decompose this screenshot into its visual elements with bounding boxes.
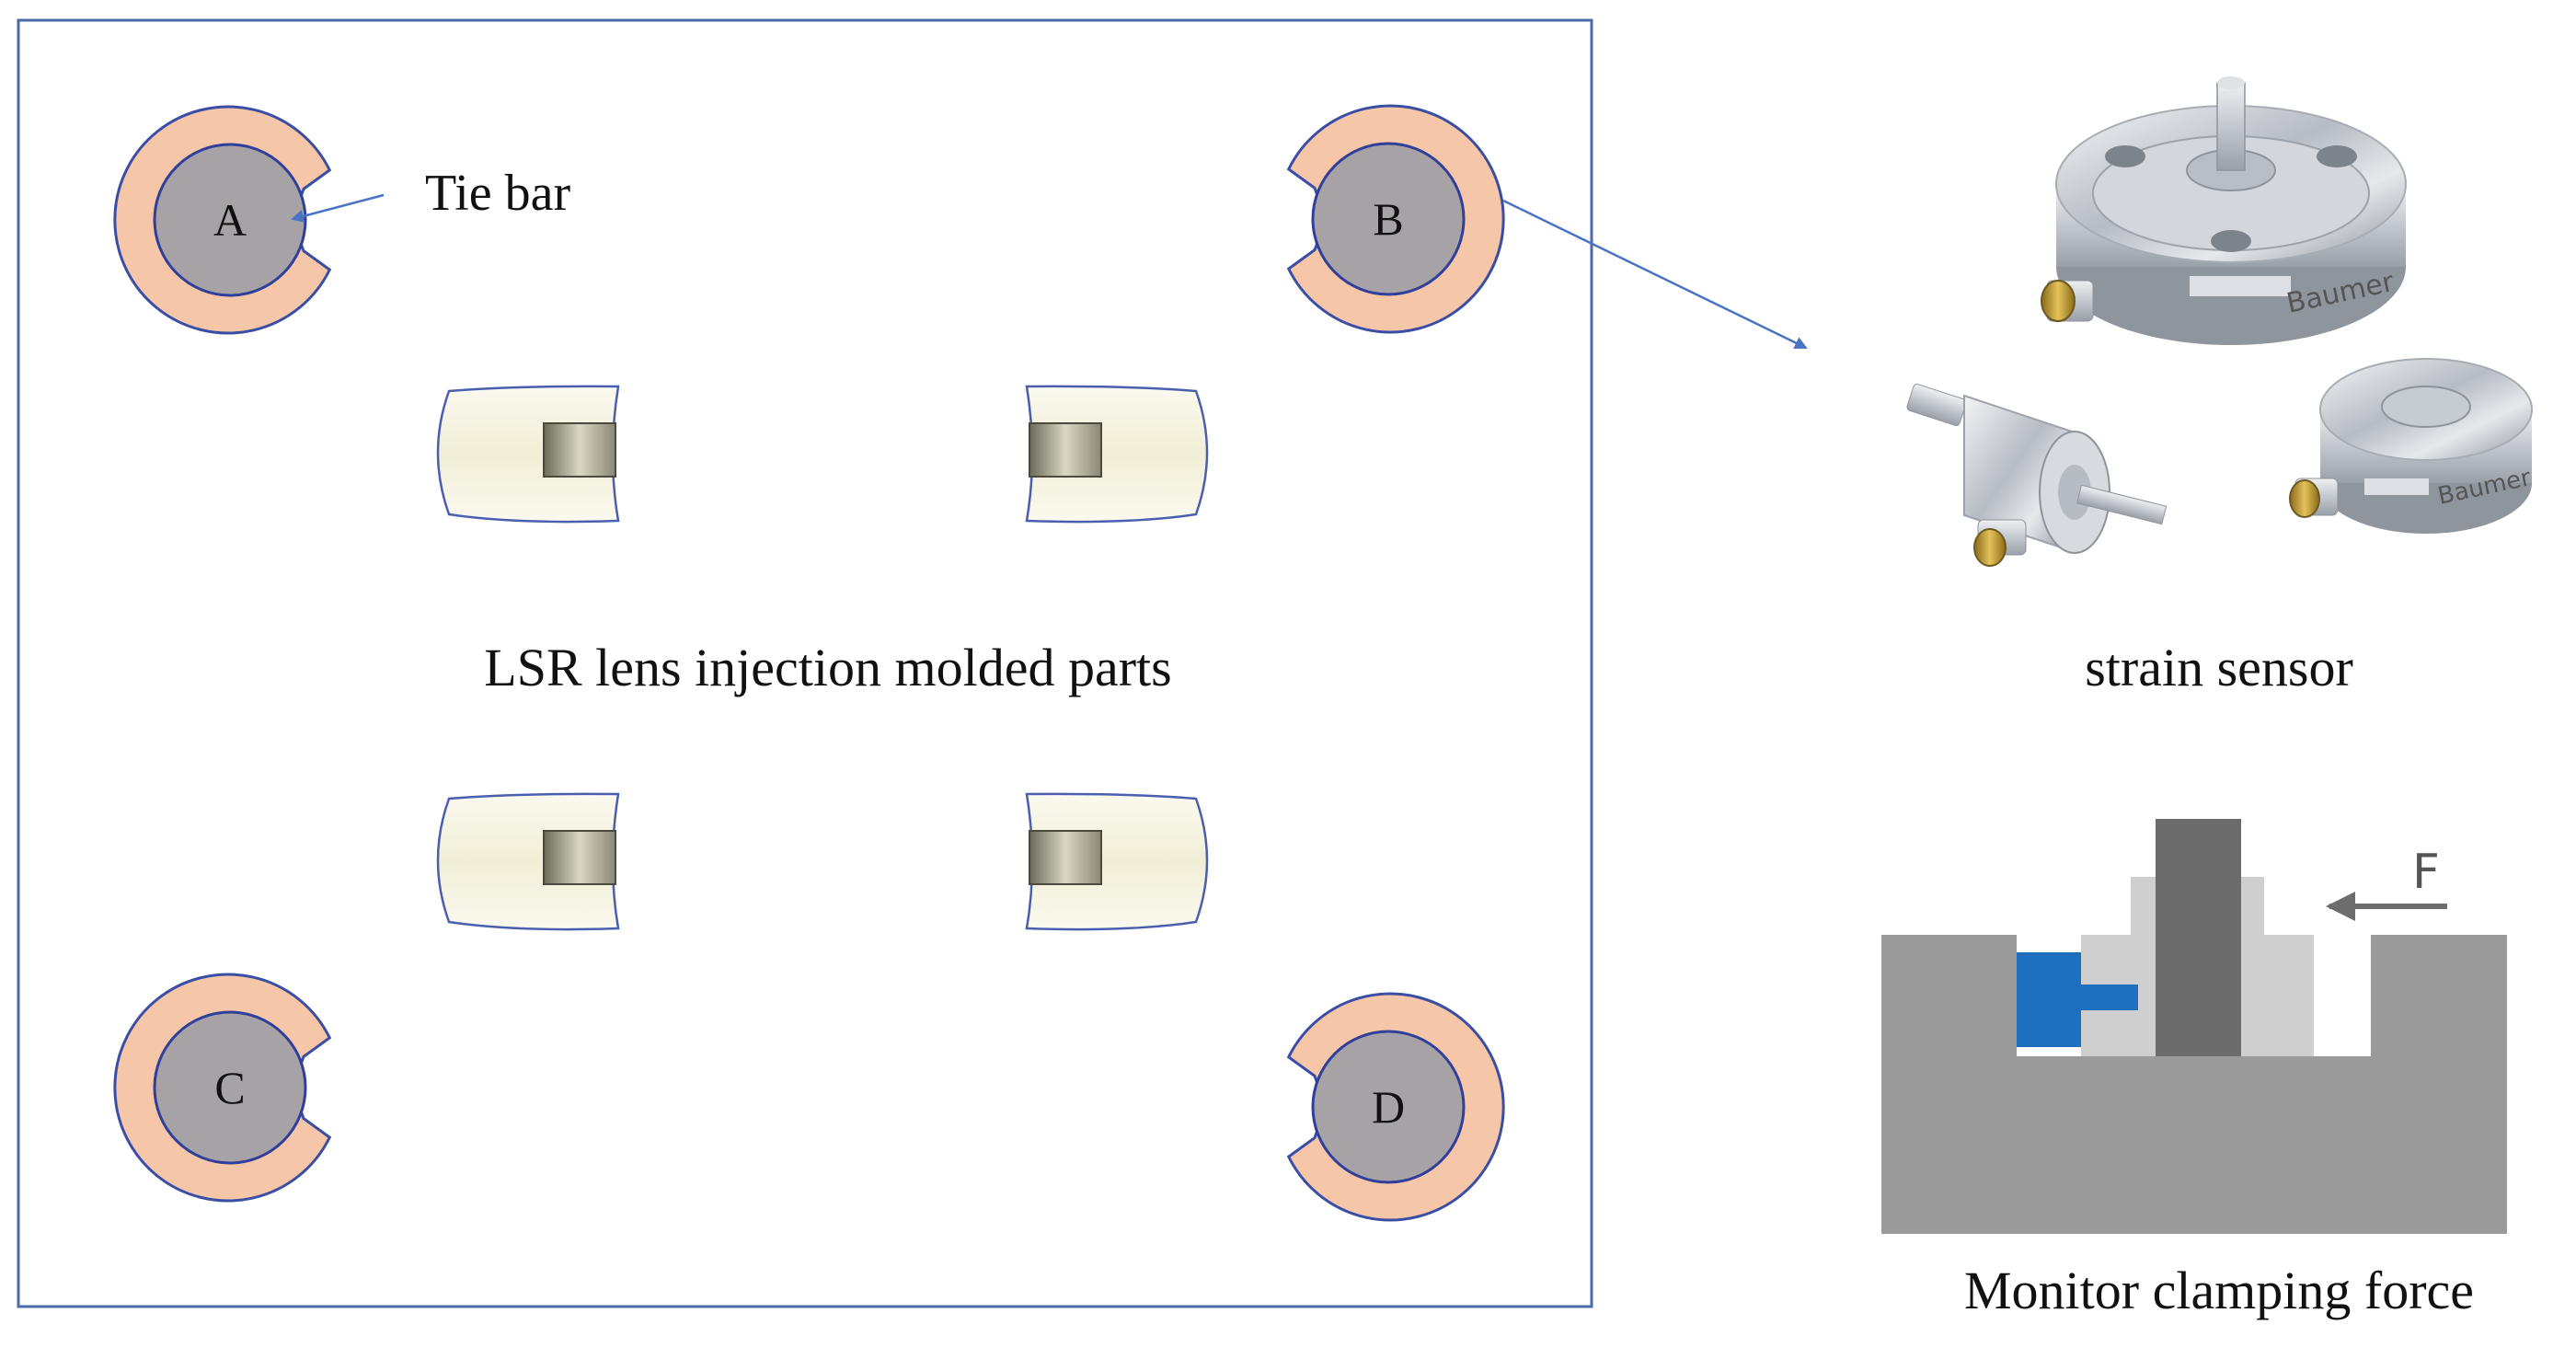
strain-sensor-label: strain sensor <box>2085 638 2353 697</box>
sensor-large: Baumer <box>2041 76 2407 345</box>
tie-bar-c-rod <box>153 1010 307 1165</box>
tie-bar-b-label: B <box>1373 193 1403 245</box>
parts-label: LSR lens injection molded parts <box>484 638 1171 697</box>
tie-bar-label: Tie bar <box>425 165 571 222</box>
tie-bar-d-label: D <box>1372 1081 1405 1133</box>
force-label: F <box>2412 845 2440 900</box>
force-arrowhead <box>2326 892 2355 921</box>
sensor-small-round: Baumer <box>2289 358 2534 534</box>
sensor-small-cylinder <box>1906 384 2168 567</box>
b-to-sensor-arrow <box>1502 199 1808 350</box>
clamping-force-label: Monitor clamping force <box>1964 1261 2474 1320</box>
clamping-force-diagram: F <box>1881 819 2507 1234</box>
tie-bar-a: A <box>113 105 332 335</box>
tie-bar-d: D <box>1286 992 1505 1222</box>
lens-part-bottom-right <box>1025 792 1209 931</box>
clamp-base <box>1881 935 2507 1234</box>
clamp-center-column <box>2156 819 2241 1056</box>
tie-bar-arrow <box>291 193 385 223</box>
tie-bar-a-label: A <box>213 194 247 246</box>
tie-bar-b: B <box>1286 104 1505 334</box>
lens-part-bottom-left <box>436 792 620 931</box>
strain-sensor-illustration: Baumer Baumer <box>1906 76 2534 567</box>
tie-bar-c-label: C <box>214 1062 245 1113</box>
tie-bar-a-rod <box>153 143 307 297</box>
tie-bar-b-rod <box>1311 142 1466 296</box>
strain-sensor-block <box>2017 952 2081 1047</box>
lens-part-top-left <box>436 385 620 524</box>
strain-sensor-stem <box>2081 985 2138 1010</box>
tie-bar-d-rod <box>1311 1030 1466 1184</box>
lens-part-top-right <box>1025 385 1209 524</box>
tie-bar-c: C <box>113 973 332 1203</box>
